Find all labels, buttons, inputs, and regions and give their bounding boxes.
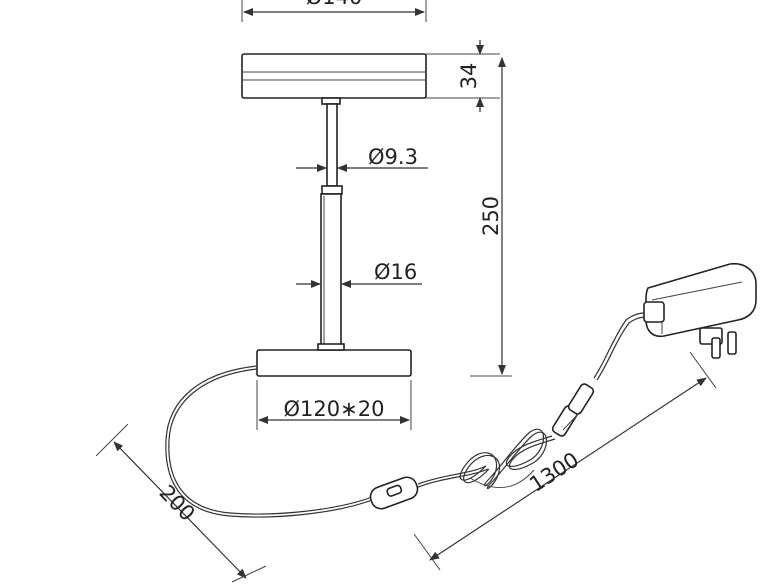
lower-rod-diameter-dimension: Ø16 [296,260,422,288]
cable-1300-label: 1300 [525,448,583,497]
lower-rod-diameter-label: Ø16 [374,260,417,284]
base-size-dimension: Ø120∗20 [256,380,412,430]
base-size-label: Ø120∗20 [284,397,385,421]
lamp-shade [241,53,427,99]
upper-rod-diameter-label: Ø9.3 [368,145,418,169]
lamp-base [256,343,412,377]
cable-200-dimension: 200 [95,423,267,583]
cable-1300-dimension: 1300 [413,351,717,571]
power-cable [165,365,373,518]
inline-switch [369,476,419,510]
shade-diameter-label: Ø140 [306,0,363,9]
cable-connector [551,312,658,437]
upper-rod-diameter-dimension: Ø9.3 [296,145,428,172]
upper-rod [321,97,343,195]
total-height-label: 250 [479,196,503,236]
shade-height-label: 34 [457,63,481,90]
lower-rod [320,193,342,347]
cable-200-label: 200 [154,480,199,526]
total-height-dimension: 250 [470,57,512,377]
shade-height-dimension: 34 [426,40,500,112]
power-adapter [643,262,757,359]
shade-diameter-dimension: Ø140 [241,0,427,22]
